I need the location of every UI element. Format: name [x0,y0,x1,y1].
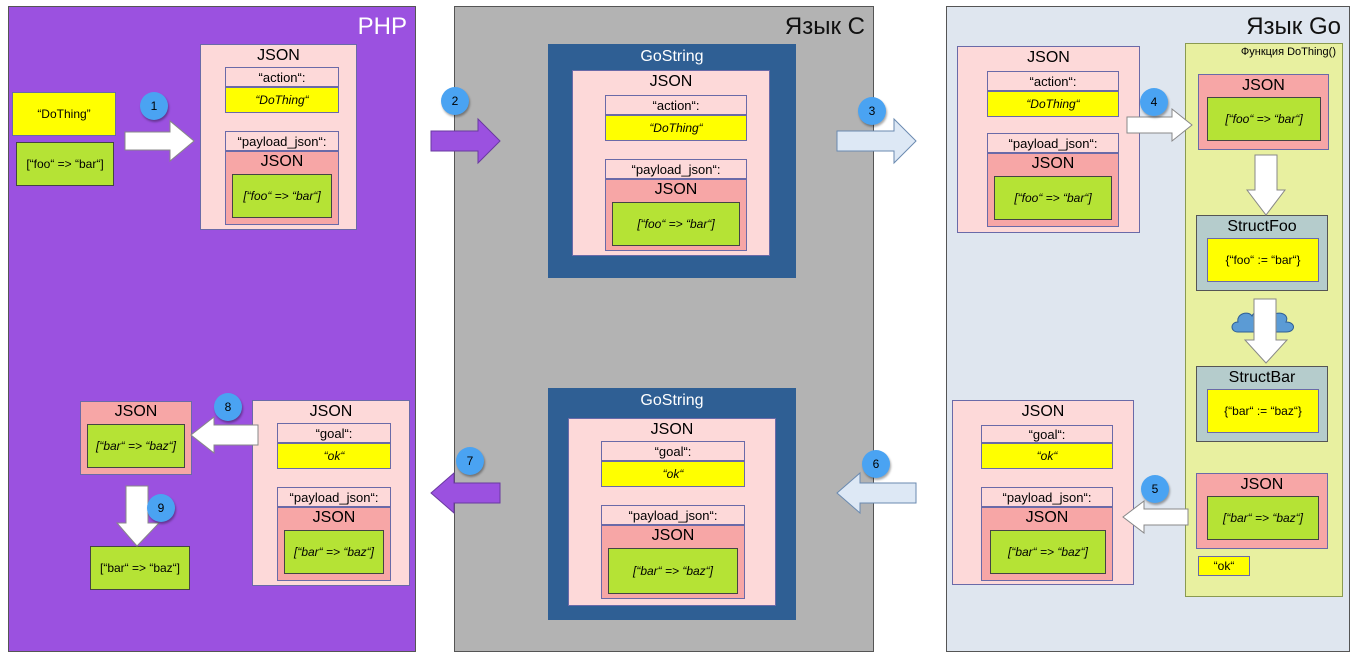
gostring-request: GoString JSON “action“: “DoThing“ “paylo… [548,44,796,278]
arrow-step-8 [190,415,259,455]
php-response-json: JSON “goal“: “ok“ “payload_json“: JSON [… [252,400,410,586]
step-badge-6: 6 [862,450,890,478]
action-label: “action“: [225,67,339,87]
payload-json: JSON [“foo“ => “bar“] [605,179,747,251]
go-panel-title: Язык Go [1246,13,1341,40]
step-badge-7: 7 [456,447,484,475]
arrow-step-6 [836,471,917,515]
arrow-step-4 [1126,107,1193,143]
payload-label: “payload_json“: [605,159,747,179]
payload-json-title: JSON [312,509,356,526]
php-payload-input: [“foo“ => “bar“] [16,142,114,186]
arrow-step-9 [115,485,161,547]
func-json-out: JSON [“bar“ => “baz“] [1196,473,1328,549]
result-json-title: JSON [114,403,158,420]
c-panel-title: Язык C [784,13,865,40]
payload-label: “payload_json“: [277,487,391,507]
payload-label: “payload_json“: [987,133,1119,153]
step-badge-2: 2 [441,87,469,115]
c-request-json: JSON “action“: “DoThing“ “payload_json“:… [572,70,770,256]
goal-label: “goal“: [277,423,391,443]
payload-json: JSON [“foo“ => “bar“] [987,153,1119,227]
goal-value: “ok“ [277,443,391,469]
payload-json-title: JSON [1025,509,1069,526]
arrow-step-1 [124,119,195,163]
json-title: JSON [649,73,693,90]
arrow-step-3 [836,117,917,165]
func-json-in: JSON [“foo“ => “bar“] [1198,74,1329,150]
payload-json-title: JSON [651,527,695,544]
step-badge-9: 9 [147,494,175,522]
payload-json: JSON [“bar“ => “baz“] [981,507,1113,581]
php-action-input: “DoThing” [12,92,116,136]
func-json-in-title: JSON [1242,77,1285,94]
action-value: “DoThing“ [605,115,747,141]
payload-json-title: JSON [260,153,304,170]
payload-label: “payload_json“: [981,487,1113,507]
payload-label: “payload_json“: [601,505,745,525]
json-title: JSON [1027,49,1070,66]
payload-json-title: JSON [654,181,698,198]
arrow-step-5 [1122,499,1189,535]
action-label: “action“: [605,95,747,115]
step-badge-3: 3 [858,97,886,125]
struct-bar: StructBar {“bar“ := “baz“} [1196,366,1328,442]
gostring-title: GoString [640,392,704,409]
json-title: JSON [309,403,353,420]
payload-json: JSON [“bar“ => “baz“] [277,507,391,581]
goal-label: “goal“: [601,441,745,461]
func-ok-value: “ok“ [1198,556,1250,576]
struct-foo-value: {“foo“ := “bar“} [1207,238,1319,282]
action-label: “action“: [987,71,1119,91]
payload-value: [“foo“ => “bar“] [612,202,740,246]
arrow-json-to-structfoo [1245,154,1287,216]
gostring-response: GoString JSON “goal“: “ok“ “payload_json… [548,388,796,620]
payload-value: [“bar“ => “baz“] [284,530,384,574]
action-value: “DoThing“ [225,87,339,113]
arrow-structfoo-to-structbar [1243,298,1289,364]
struct-bar-value: {“bar“ := “baz“} [1207,389,1319,433]
payload-json: JSON [“foo“ => “bar“] [225,151,339,225]
func-json-in-value: [“foo“ => “bar“] [1207,97,1321,141]
func-json-out-title: JSON [1240,476,1284,493]
func-json-out-value: [“bar“ => “baz“] [1207,496,1319,540]
goal-value: “ok“ [981,443,1113,469]
function-title: Функция DoThing() [1240,46,1336,58]
arrow-step-7 [430,471,501,515]
step-badge-1: 1 [140,92,168,120]
result-json-value: [“bar“ => “baz“] [87,424,185,468]
payload-value: [“bar“ => “baz“] [990,530,1106,574]
struct-foo: StructFoo {“foo“ := “bar“} [1196,215,1328,291]
goal-label: “goal“: [981,425,1113,443]
json-title: JSON [650,421,694,438]
go-request-json: JSON “action“: “DoThing“ “payload_json“:… [957,46,1140,233]
payload-value: [“foo“ => “bar“] [994,176,1112,220]
goal-value: “ok“ [601,461,745,487]
payload-value: [“foo“ => “bar“] [232,174,332,218]
payload-json: JSON [“bar“ => “baz“] [601,525,745,599]
step-badge-5: 5 [1141,475,1169,503]
php-panel-title: PHP [357,13,407,40]
payload-label: “payload_json“: [225,131,339,151]
php-final-value: [“bar“ => “baz“] [90,546,190,590]
payload-json-title: JSON [1031,155,1075,172]
arrow-step-2 [430,117,501,165]
go-response-json: JSON “goal“: “ok“ “payload_json“: JSON [… [952,400,1134,585]
step-badge-4: 4 [1140,88,1168,116]
payload-value: [“bar“ => “baz“] [608,548,738,594]
php-request-json: JSON “action“: “DoThing“ “payload_json“:… [200,44,357,230]
gostring-title: GoString [640,48,704,65]
php-result-json: JSON [“bar“ => “baz“] [80,401,192,475]
json-title: JSON [257,47,300,64]
c-response-json: JSON “goal“: “ok“ “payload_json“: JSON [… [568,418,776,606]
json-title: JSON [1021,403,1065,420]
struct-bar-title: StructBar [1228,369,1296,386]
struct-foo-title: StructFoo [1227,218,1297,235]
action-value: “DoThing“ [987,91,1119,117]
step-badge-8: 8 [214,393,242,421]
